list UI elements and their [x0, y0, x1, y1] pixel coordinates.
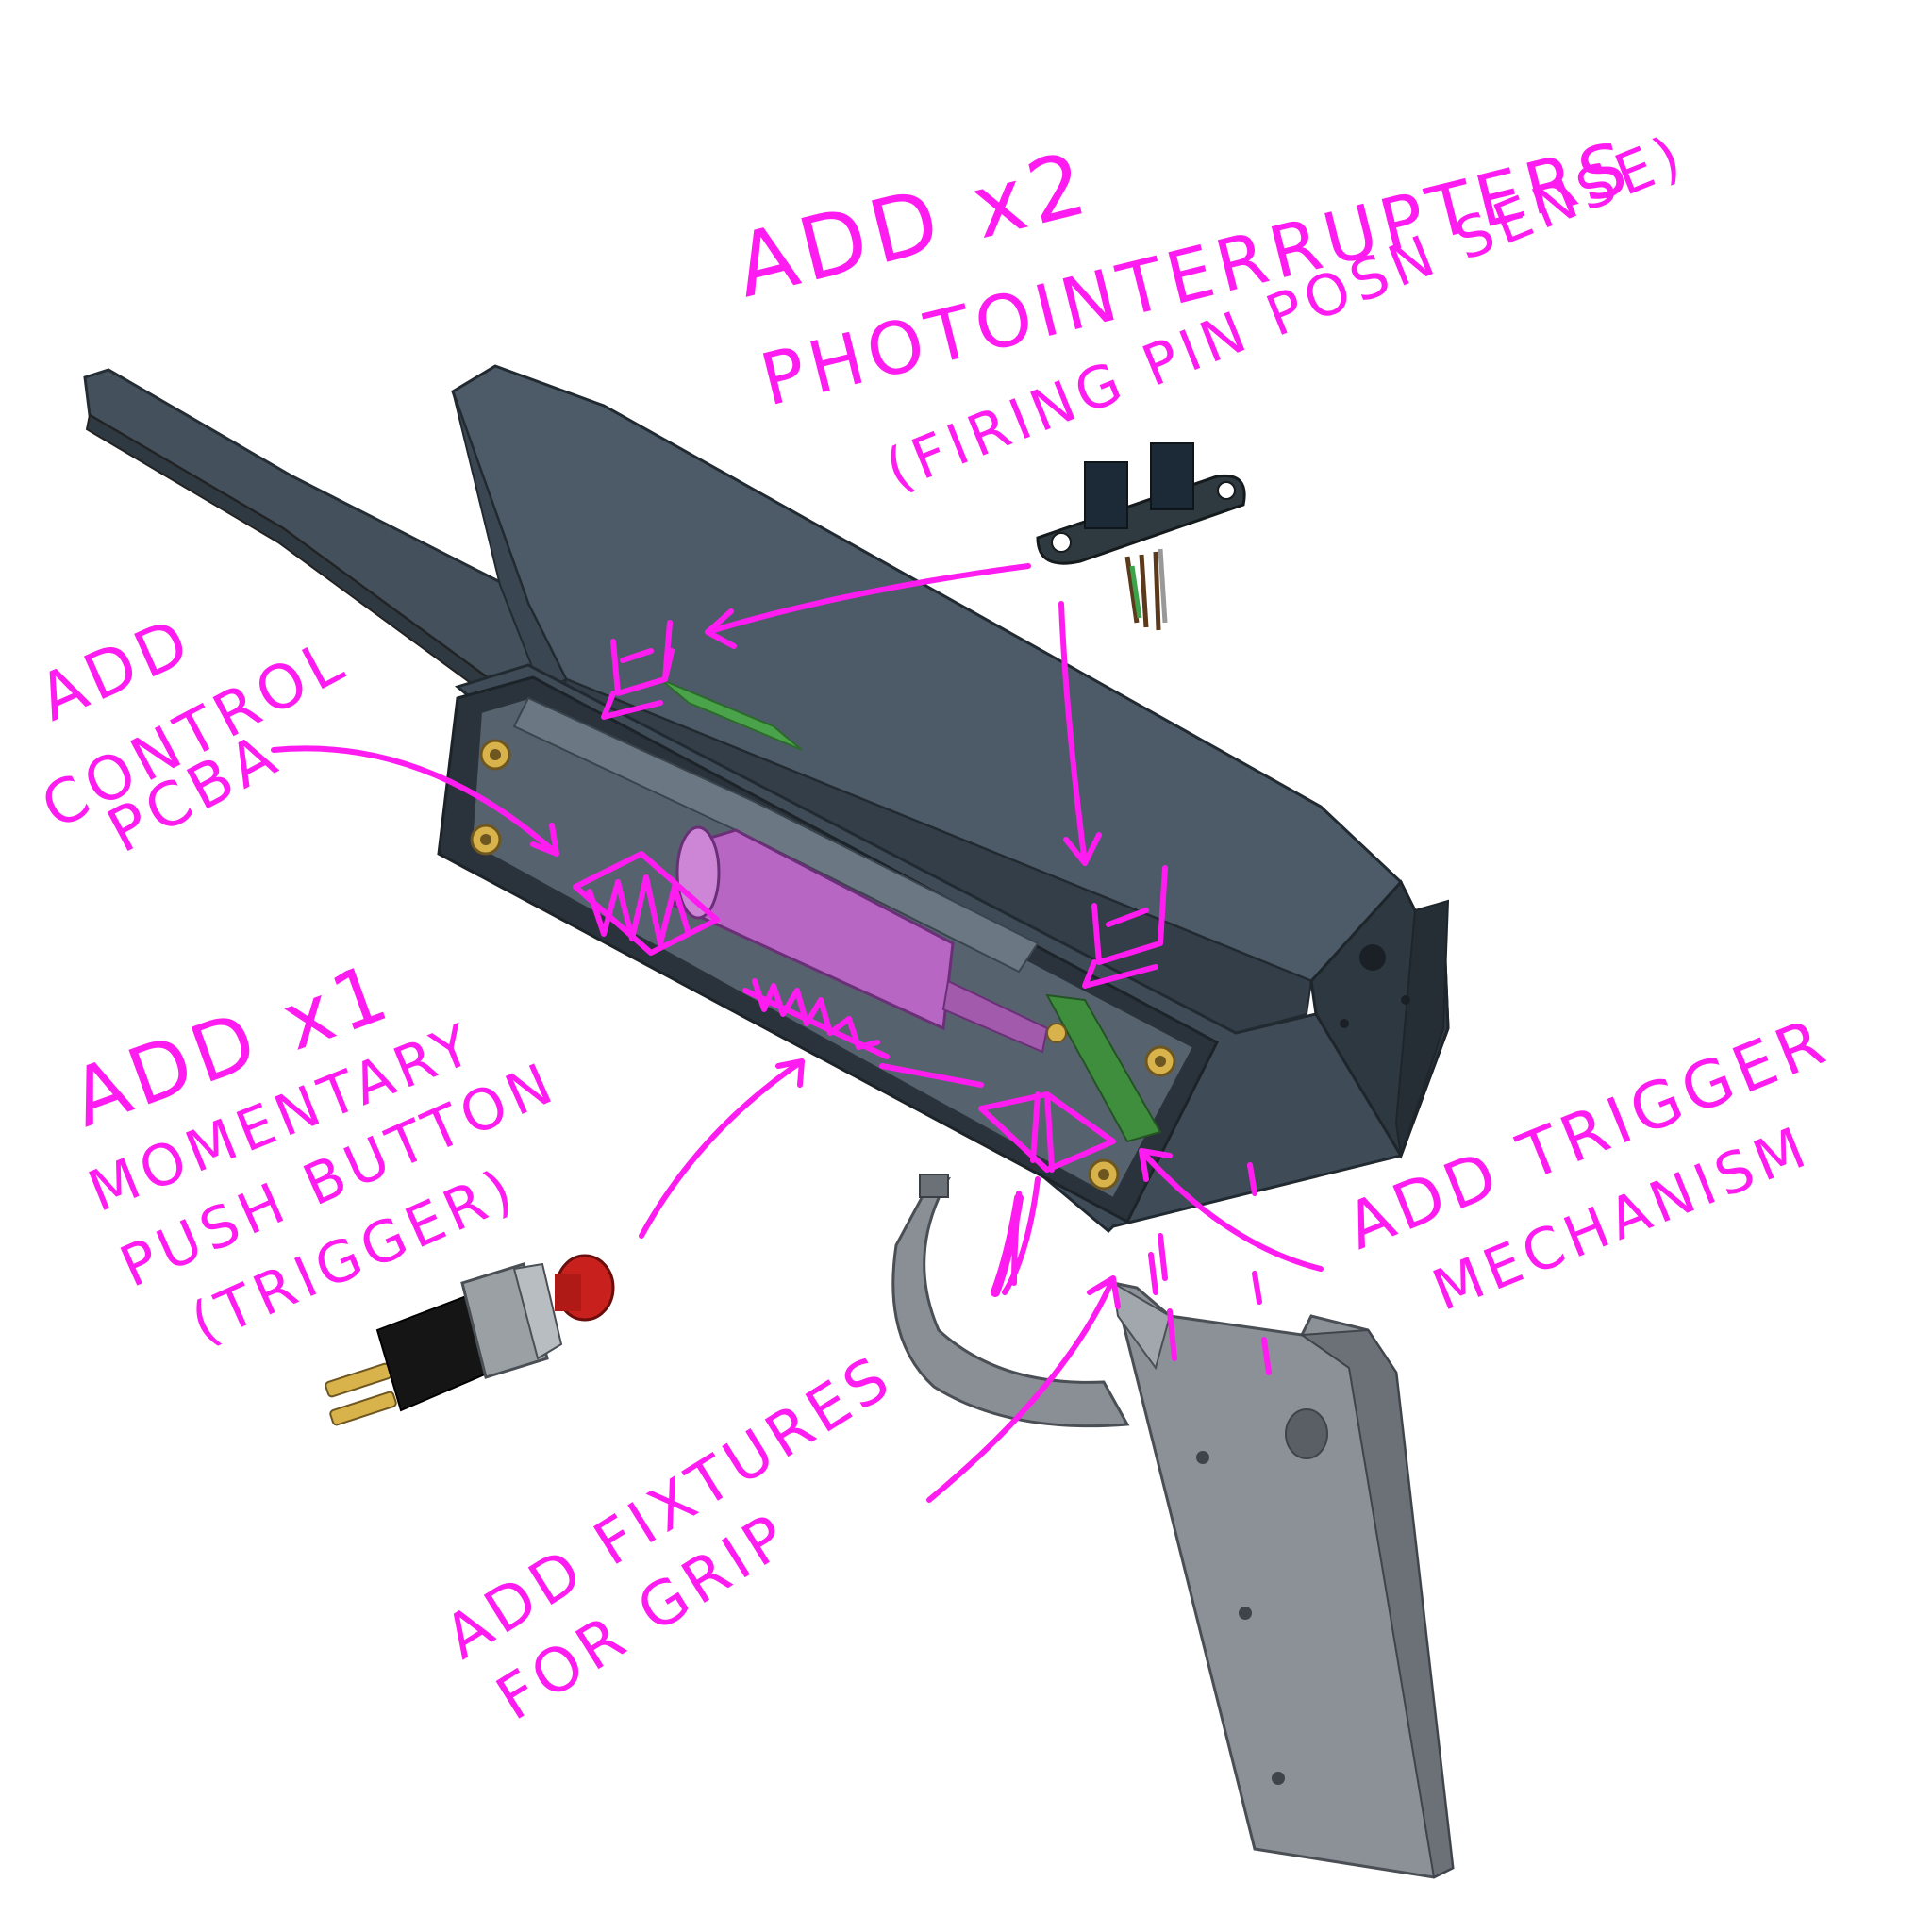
receiver-housing — [83, 364, 1450, 1234]
arrow-to-pcba — [271, 745, 559, 857]
arrow-to-grip-fixtures — [926, 1275, 1121, 1503]
grip-part — [1110, 1281, 1455, 1879]
trigger-part — [891, 1174, 1130, 1428]
grip-fixture-dashes — [1148, 1162, 1272, 1375]
arrow-to-bracket-2 — [1058, 601, 1102, 866]
arrow-to-bracket-1 — [705, 563, 1031, 649]
button-scribble — [742, 978, 890, 1059]
sensor-bracket-sketch-1 — [601, 620, 675, 720]
trigger-mechanism-sketch — [978, 1091, 1116, 1295]
sensor-bracket-sketch-2 — [1082, 865, 1168, 989]
photointerrupter-sensor-icon — [1036, 442, 1246, 631]
label-photointerrupters: ADD x2 PHOTOINTERRUPTERS (FIRING PIN POS… — [725, 122, 1694, 504]
solenoid — [673, 825, 1049, 1054]
arrow-to-trigger-mechanism — [1139, 1148, 1324, 1272]
label-grip-fixtures: ADD FIXTURES FOR GRIP — [433, 1341, 906, 1734]
label-push-button: ADD x1 MOMENTARY PUSH BUTTON (TRIGGER) — [59, 944, 567, 1357]
pcba-scribble — [573, 851, 720, 956]
momentary-push-button-icon — [325, 1254, 615, 1426]
arrow-to-button-location — [639, 1058, 805, 1239]
annotation-markup — [271, 563, 1324, 1503]
brass-screws — [470, 739, 1176, 1191]
label-control-pcba: ADD CONTROL PCBA — [28, 604, 359, 868]
